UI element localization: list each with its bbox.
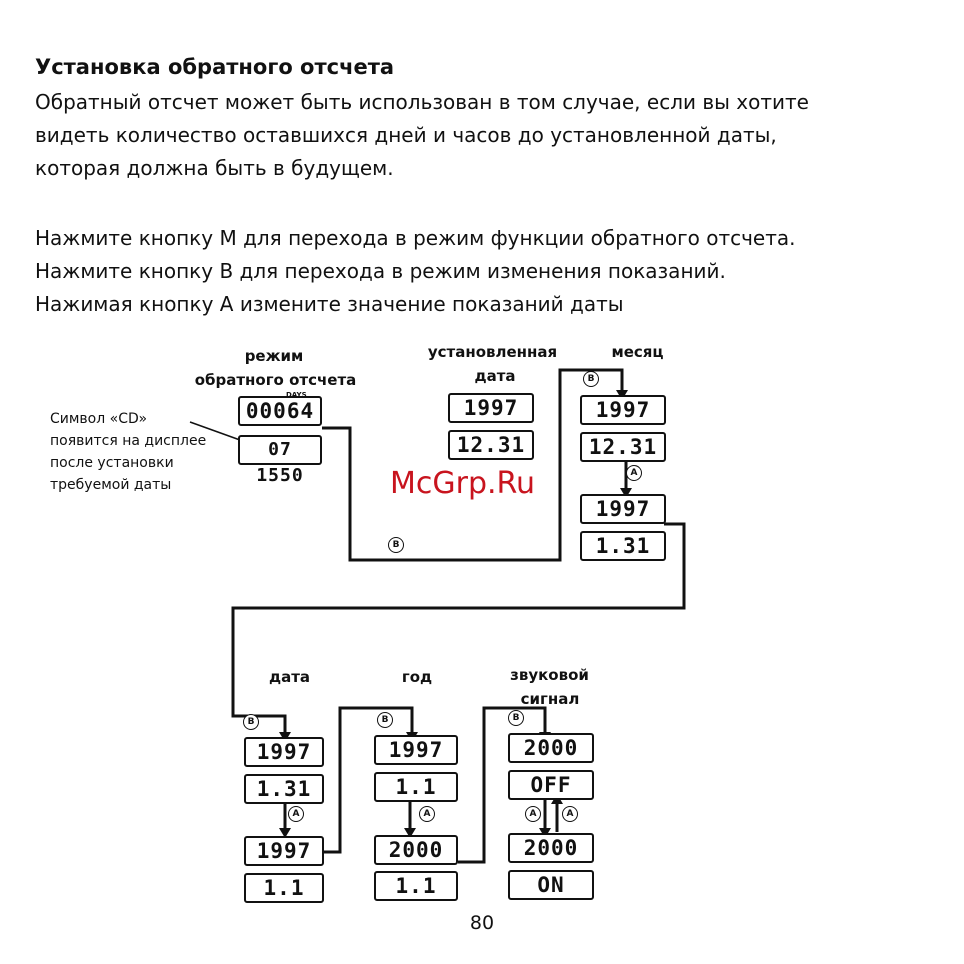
label-date: дата bbox=[268, 668, 311, 686]
step-line: Нажмите кнопку M для перехода в режим фу… bbox=[35, 226, 796, 250]
lcd-date1-top: 1997 bbox=[244, 737, 324, 767]
b-button-icon: B bbox=[583, 371, 599, 387]
page-number: 80 bbox=[469, 912, 495, 934]
label-sound: звуковой bbox=[510, 666, 589, 684]
a-button-icon: A bbox=[525, 806, 541, 822]
a-button-icon: A bbox=[562, 806, 578, 822]
lcd-month2-top: 1997 bbox=[580, 494, 666, 524]
label-set-date: установленная bbox=[427, 343, 558, 361]
lcd-sound1-bottom: OFF bbox=[508, 770, 594, 800]
lcd-year1-top: 1997 bbox=[374, 735, 458, 765]
lcd-month1-top: 1997 bbox=[580, 395, 666, 425]
steps-paragraph: Нажмите кнопку M для перехода в режим фу… bbox=[35, 222, 795, 321]
label-set-date-2: дата bbox=[474, 367, 516, 385]
section-heading: Установка обратного отсчета bbox=[35, 55, 395, 79]
b-button-icon: B bbox=[243, 714, 259, 730]
cd-note: Символ «CD» появится на дисплее после ус… bbox=[50, 408, 206, 496]
intro-line: видеть количество оставшихся дней и часо… bbox=[35, 123, 777, 147]
label-year: год bbox=[401, 668, 433, 686]
lcd-set-top: 1997 bbox=[448, 393, 534, 423]
note-line: Символ «CD» bbox=[50, 411, 148, 427]
lcd-month1-bottom: 12.31 bbox=[580, 432, 666, 462]
lcd-set-bottom: 12.31 bbox=[448, 430, 534, 460]
lcd-date2-bottom: 1.1 bbox=[244, 873, 324, 903]
intro-line: Обратный отсчет может быть использован в… bbox=[35, 90, 809, 114]
note-line: появится на дисплее bbox=[50, 433, 207, 449]
label-mode-2: обратного отсчета bbox=[194, 371, 357, 389]
lcd-sound1-top: 2000 bbox=[508, 733, 594, 763]
label-month: месяц bbox=[611, 343, 664, 361]
lcd-month2-bottom: 1.31 bbox=[580, 531, 666, 561]
lcd-year2-bottom: 1.1 bbox=[374, 871, 458, 901]
lcd-sound2-bottom: ON bbox=[508, 870, 594, 900]
lcd-mode-bottom: 07 1550 bbox=[238, 435, 322, 486]
a-button-icon: A bbox=[288, 806, 304, 822]
b-button-icon: B bbox=[388, 537, 404, 553]
lcd-mode-top: 00064 bbox=[238, 396, 322, 426]
a-button-icon: A bbox=[626, 465, 642, 481]
label-sound-2: сигнал bbox=[520, 690, 580, 708]
lcd-sound2-top: 2000 bbox=[508, 833, 594, 863]
step-line: Нажмите кнопку B для перехода в режим из… bbox=[35, 259, 726, 283]
lcd-date1-bottom: 1.31 bbox=[244, 774, 324, 804]
watermark: McGrp.Ru bbox=[390, 466, 536, 501]
intro-paragraph: Обратный отсчет может быть использован в… bbox=[35, 86, 809, 185]
a-button-icon: A bbox=[419, 806, 435, 822]
b-button-icon: B bbox=[508, 710, 524, 726]
b-button-icon: B bbox=[377, 712, 393, 728]
note-line: требуемой даты bbox=[50, 477, 172, 493]
days-tag: DAYS bbox=[286, 391, 307, 399]
lcd-date2-top: 1997 bbox=[244, 836, 324, 866]
lcd-year1-bottom: 1.1 bbox=[374, 772, 458, 802]
step-line: Нажимая кнопку A измените значение показ… bbox=[35, 292, 624, 316]
label-mode: режим bbox=[244, 347, 304, 365]
note-line: после установки bbox=[50, 455, 174, 471]
intro-line: которая должна быть в будущем. bbox=[35, 156, 394, 180]
lcd-year2-top: 2000 bbox=[374, 835, 458, 865]
